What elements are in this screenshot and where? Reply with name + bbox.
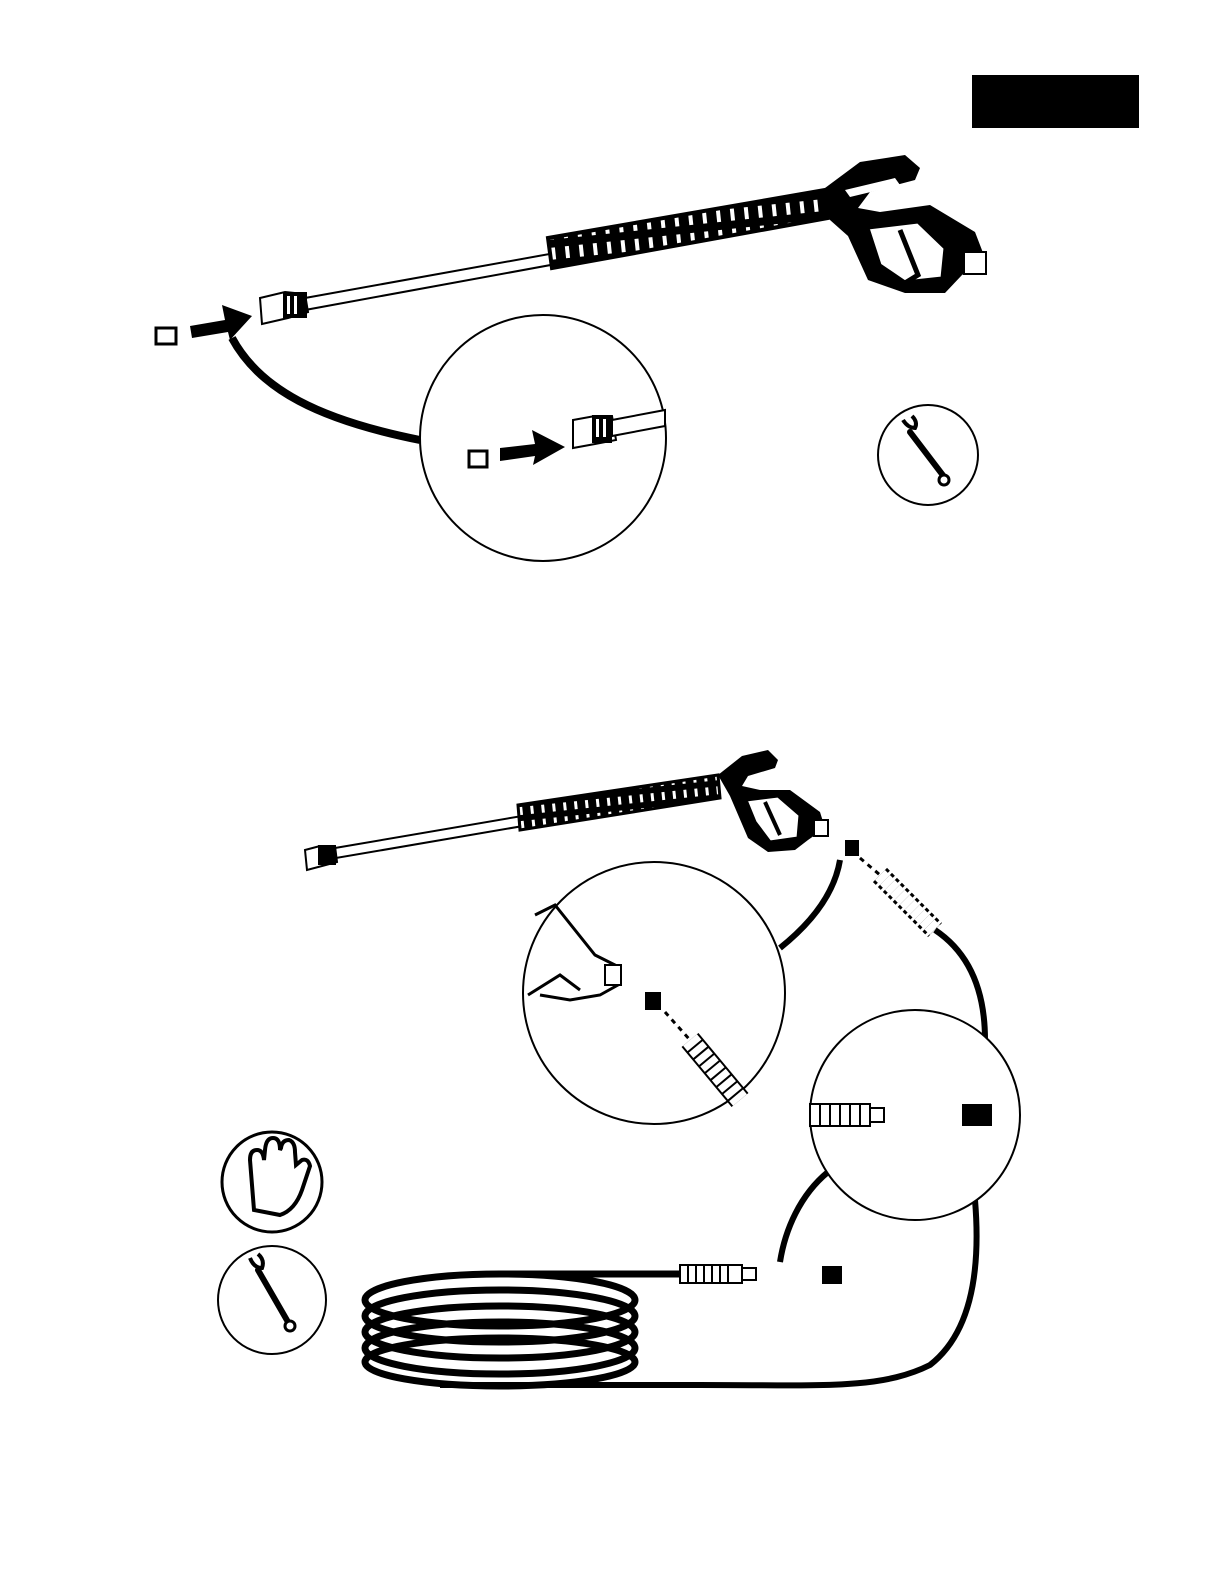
- hose-end-upper: [880, 875, 935, 930]
- spray-gun-1: [260, 155, 986, 324]
- coiled-hose: [365, 1274, 680, 1386]
- nozzle-insert-zoom: [420, 315, 666, 561]
- wrench-icon: [218, 1246, 326, 1354]
- stop-hand-icon: [222, 1132, 322, 1232]
- nozzle-insert-arrow: [156, 305, 252, 344]
- coupler-fitting: [845, 840, 859, 856]
- spray-gun-2: [305, 750, 828, 870]
- gun-hose-coupling-zoom: [523, 862, 785, 1124]
- figure-hose-attach: [218, 750, 1020, 1386]
- hose-end-coupling-zoom: [810, 1010, 1020, 1220]
- hose-end-lower: [680, 1265, 842, 1284]
- wrench-icon: [878, 405, 978, 505]
- figure-nozzle-attach: [156, 155, 986, 561]
